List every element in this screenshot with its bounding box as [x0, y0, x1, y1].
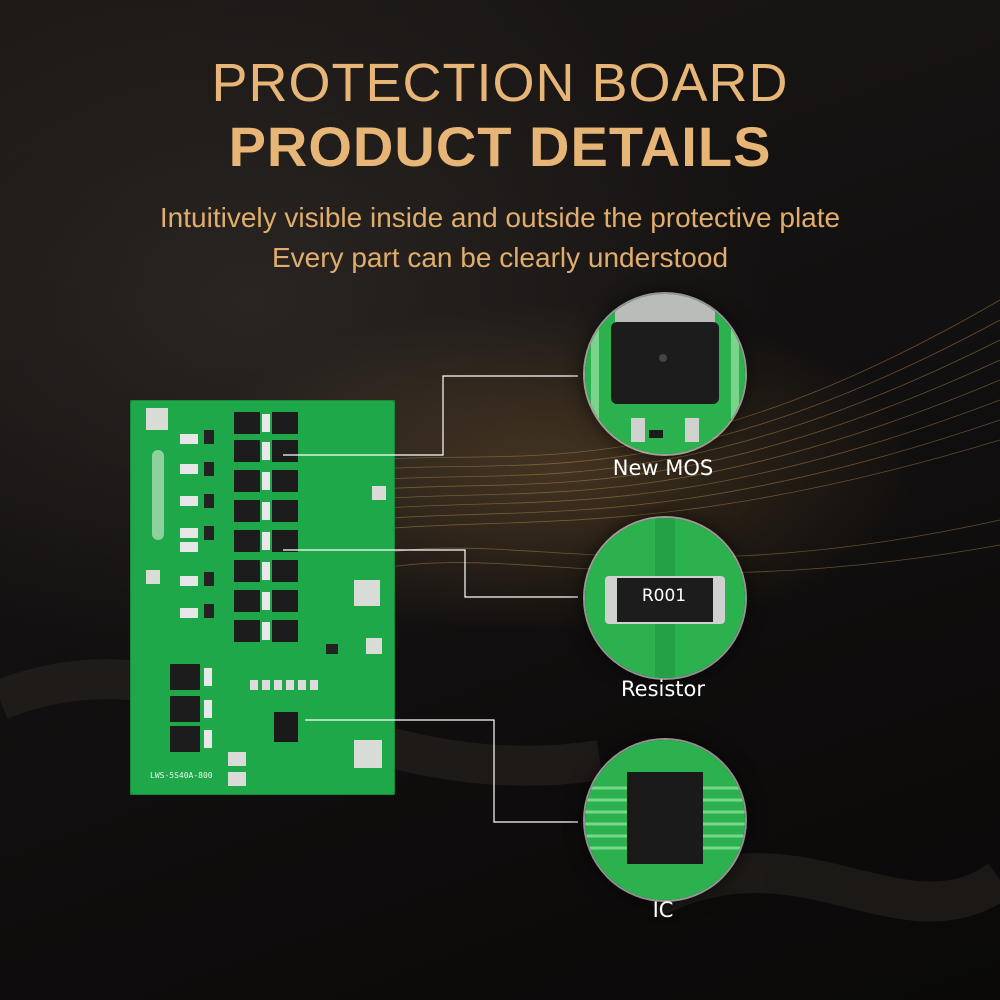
resistor-marking: R001 — [641, 586, 687, 606]
svg-text:LWS-5S40A-800: LWS-5S40A-800 — [150, 771, 213, 780]
pcb-board-image: LWS-5S40A-800 — [130, 400, 395, 795]
resistor-detail-circle — [583, 516, 747, 680]
subtitle-line-1: Intuitively visible inside and outside t… — [159, 202, 841, 233]
mos-detail-circle — [583, 292, 747, 456]
ic-detail-circle — [583, 738, 747, 902]
title-line-2: PRODUCT DETAILS — [228, 115, 772, 178]
ic-caption: IC — [652, 898, 674, 922]
title-line-1: PROTECTION BOARD — [211, 53, 789, 113]
subtitle-line-2: Every part can be clearly understood — [271, 242, 729, 273]
resistor-caption: Resistor — [621, 677, 705, 701]
mos-caption: New MOS — [612, 456, 714, 480]
